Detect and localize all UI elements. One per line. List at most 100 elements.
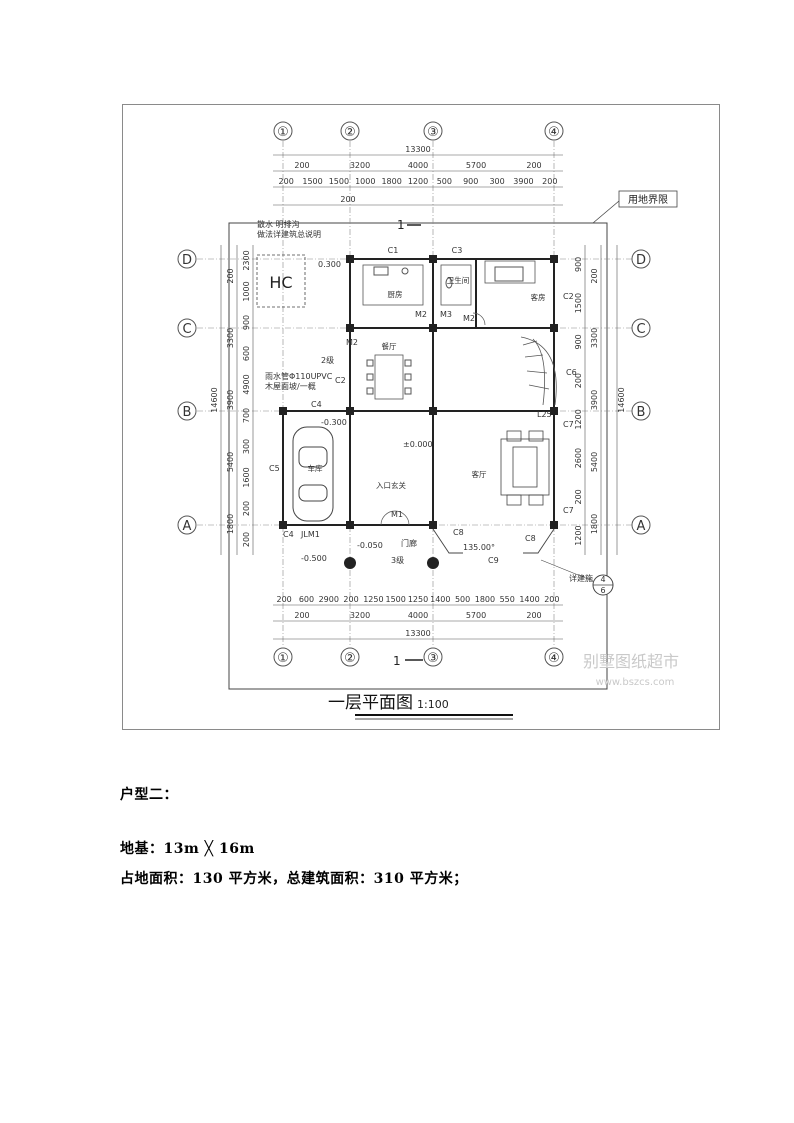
kitchen-fixtures bbox=[362, 264, 424, 306]
bot-dim-r1-4: 1250 bbox=[363, 595, 383, 604]
svg-text:①: ① bbox=[277, 651, 289, 666]
bottom-dimension-lines bbox=[273, 604, 563, 640]
room-dining: 餐厅 bbox=[382, 342, 397, 351]
label-m2-b: M2 bbox=[463, 314, 475, 323]
svg-text:②: ② bbox=[344, 651, 356, 666]
site-boundary bbox=[228, 222, 608, 690]
svg-text:④: ④ bbox=[548, 125, 560, 140]
door-swing-bath bbox=[472, 312, 486, 326]
svg-text:详建施: 详建施 bbox=[569, 573, 593, 583]
room-entry: 入口玄关 bbox=[376, 480, 406, 490]
bay-windows bbox=[432, 528, 555, 554]
svg-text:A: A bbox=[637, 519, 646, 534]
bot-dim-r1-8: 500 bbox=[455, 595, 470, 604]
site-boundary-label: 用地界限 bbox=[628, 193, 668, 206]
room-bathroom: 卫生间 bbox=[447, 275, 470, 285]
right-total-dim: 14600 bbox=[617, 387, 626, 412]
drawing-scale: 1:100 bbox=[417, 698, 449, 711]
site-boundary-callout: 用地界限 bbox=[592, 190, 678, 224]
label-c6: C6 bbox=[566, 368, 577, 377]
svg-text:6: 6 bbox=[600, 586, 605, 595]
right-dim-inner-1: 1500 bbox=[574, 293, 583, 313]
bot-dim-r1-0: 200 bbox=[277, 595, 292, 604]
bot-dim-r1-11: 1400 bbox=[519, 595, 539, 604]
axis-bubbles-bottom: ① ② ③ ④ bbox=[273, 647, 564, 667]
section-mark-bottom: 1 bbox=[393, 654, 401, 668]
right-dim-inner-4: 1200 bbox=[574, 409, 583, 429]
bedroom-fixtures bbox=[484, 260, 536, 284]
top-dim-r2-7: 900 bbox=[463, 177, 478, 186]
living-sofa-set bbox=[500, 430, 550, 506]
label-c8-b: C8 bbox=[525, 534, 536, 543]
section-mark-top: 1 bbox=[397, 218, 405, 232]
bot-dim-r1-6: 1250 bbox=[408, 595, 428, 604]
bot-dim-r1-12: 200 bbox=[544, 595, 559, 604]
label-c7-bottom: C7 bbox=[563, 506, 574, 515]
left-dim-outer-1: 3300 bbox=[226, 328, 235, 348]
left-dim-inner-3: 600 bbox=[242, 346, 251, 361]
room-porch: 门廊 bbox=[401, 538, 417, 548]
level-n03: -0.300 bbox=[321, 418, 347, 427]
right-dim-inner-0: 900 bbox=[574, 257, 583, 272]
right-dim-outer-3: 5400 bbox=[590, 452, 599, 472]
area-summary: 占地面积：130 平方米，总建筑面积：310 平方米； bbox=[120, 871, 468, 887]
house-type-heading: 户型二： bbox=[120, 787, 178, 803]
top-dim-r1-3: 5700 bbox=[466, 161, 486, 170]
label-c9: C9 bbox=[488, 556, 499, 565]
top-dim-r2-2: 1500 bbox=[329, 177, 349, 186]
level-n005: -0.050 bbox=[357, 541, 383, 550]
watermark-cn: 别墅图纸超市 bbox=[583, 652, 679, 671]
label-c2-left: C2 bbox=[335, 376, 346, 385]
left-dim-outer-4: 1800 bbox=[226, 514, 235, 534]
level-0: ±0.000 bbox=[403, 440, 433, 449]
stair-note: L25 bbox=[537, 410, 552, 419]
note-drain-1: 雨水管Φ110UPVC bbox=[265, 371, 333, 381]
note-top-1: 散水 明排沟 bbox=[257, 219, 300, 229]
bot-dim-r1-10: 550 bbox=[500, 595, 515, 604]
left-dim-inner-9: 200 bbox=[242, 532, 251, 547]
svg-text:④: ④ bbox=[548, 651, 560, 666]
label-m2-c: M2 bbox=[346, 338, 358, 347]
room-kitchen: 厨房 bbox=[388, 289, 403, 299]
svg-text:③: ③ bbox=[427, 651, 439, 666]
top-dim-r1-1: 3200 bbox=[350, 161, 370, 170]
label-m2-a: M2 bbox=[415, 310, 427, 319]
bot-dim-r1-7: 1400 bbox=[430, 595, 450, 604]
left-total-dim: 14600 bbox=[210, 387, 219, 412]
bot-dim-r1-2: 2900 bbox=[319, 595, 339, 604]
top-dim-r1-4: 200 bbox=[526, 161, 541, 170]
bathroom-fixtures bbox=[440, 264, 472, 306]
watermark-url: www.bszcs.com bbox=[596, 677, 675, 688]
detail-callout: 4 6 详建施 bbox=[540, 559, 614, 596]
bot-dim-r1-1: 600 bbox=[299, 595, 314, 604]
left-dim-inner-7: 1600 bbox=[242, 467, 251, 487]
label-c4-bottom: C4 bbox=[283, 530, 294, 539]
label-jlm1: JLM1 bbox=[300, 530, 320, 539]
steps-3: 3级 bbox=[391, 555, 404, 565]
left-dim-inner-8: 200 bbox=[242, 501, 251, 516]
svg-text:A: A bbox=[183, 519, 192, 534]
left-dim-inner-5: 700 bbox=[242, 408, 251, 423]
svg-text:D: D bbox=[182, 253, 192, 268]
right-dim-outer-4: 1800 bbox=[590, 514, 599, 534]
label-m1: M1 bbox=[391, 510, 403, 519]
bot-dim-r2-4: 200 bbox=[526, 611, 541, 620]
svg-text:B: B bbox=[637, 405, 646, 420]
spiral-stair bbox=[520, 336, 557, 406]
svg-text:D: D bbox=[636, 253, 646, 268]
structural-columns bbox=[279, 255, 558, 569]
bot-dim-r2-0: 200 bbox=[294, 611, 309, 620]
left-dim-inner-6: 300 bbox=[242, 439, 251, 454]
axis-bubbles-top: ① ② ③ ④ bbox=[273, 121, 564, 141]
bot-dim-r2-1: 3200 bbox=[350, 611, 370, 620]
hc-label: HC bbox=[269, 273, 292, 292]
axis-bubbles-right: D C B A bbox=[631, 249, 651, 535]
label-angle: 135.00° bbox=[463, 543, 495, 552]
top-dim-r2-4: 1800 bbox=[381, 177, 401, 186]
